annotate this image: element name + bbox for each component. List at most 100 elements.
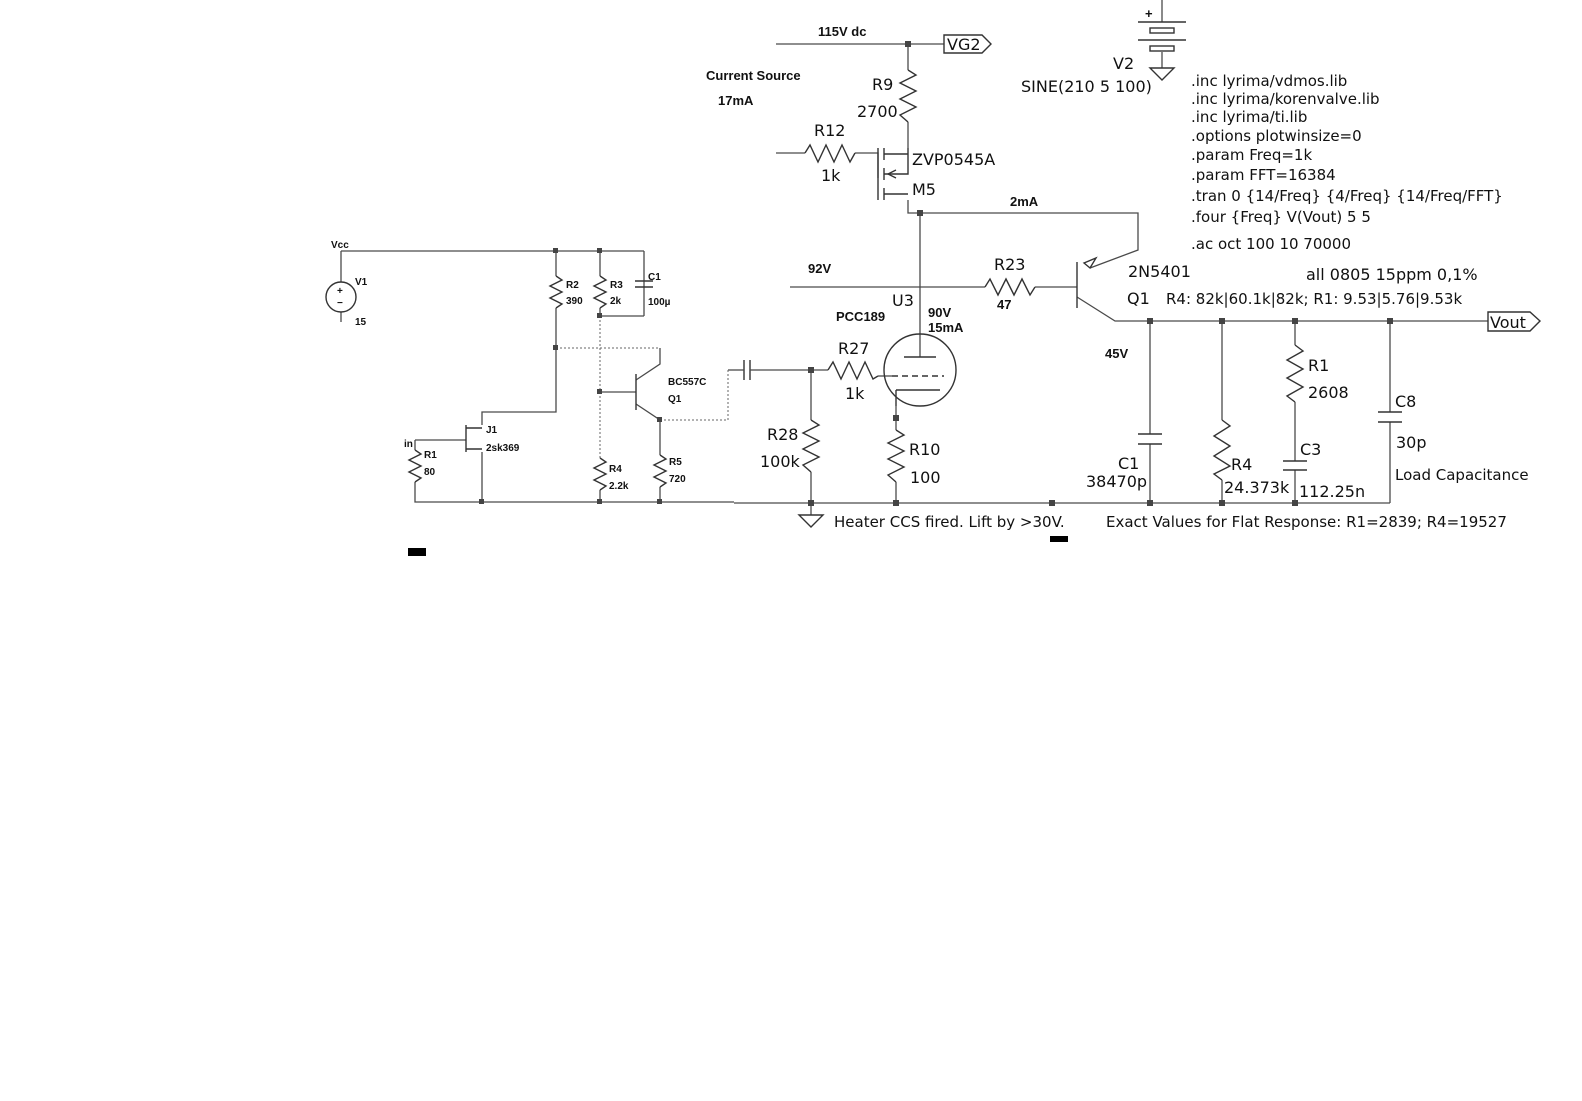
label-c1-value: 38470p xyxy=(1086,472,1147,491)
label-v2-value: SINE(210 5 100) xyxy=(1021,77,1152,96)
label-r9-value: 2700 xyxy=(857,102,898,121)
label-q1-part: 2N5401 xyxy=(1128,262,1191,281)
label-load-capacitance: Load Capacitance xyxy=(1395,466,1529,484)
label-m5-name: M5 xyxy=(912,180,936,199)
label-v2-name: V2 xyxy=(1113,54,1134,73)
label-r10-value: 100 xyxy=(910,468,941,487)
label-45v: 45V xyxy=(1105,346,1128,361)
label-115v: 115V dc xyxy=(818,24,866,39)
net-flag-vout[interactable] xyxy=(1487,311,1542,332)
label-c8-value: 30p xyxy=(1396,433,1427,452)
resistor-r12[interactable] xyxy=(804,143,856,164)
label-r23-value: 47 xyxy=(997,297,1011,312)
inset-jfet-j1[interactable] xyxy=(465,425,482,452)
label-r10-name: R10 xyxy=(909,440,940,459)
label-r9-name: R9 xyxy=(872,75,893,94)
label-r27-name: R27 xyxy=(838,339,869,358)
marker-left xyxy=(408,548,426,556)
inset-label-j1-part: 2sk369 xyxy=(486,443,520,454)
label-r28-value: 100k xyxy=(760,452,801,471)
label-r27-value: 1k xyxy=(845,384,865,403)
inset-label-r3-value: 2k xyxy=(610,296,622,307)
junctions xyxy=(808,41,1393,506)
inset-resistor-r2[interactable] xyxy=(548,275,564,309)
label-r1-value: 2608 xyxy=(1308,383,1349,402)
label-exact-note: Exact Values for Flat Response: R1=2839;… xyxy=(1106,513,1507,531)
label-92v: 92V xyxy=(808,261,831,276)
triode-u3-pcc189[interactable] xyxy=(883,333,957,407)
label-r12-name: R12 xyxy=(814,121,845,140)
inset-label-plus: + xyxy=(337,286,343,297)
inset-resistor-r3[interactable] xyxy=(592,275,608,309)
inset-label-r2-value: 390 xyxy=(566,296,583,307)
resistor-r27[interactable] xyxy=(827,360,879,381)
inset-label-j1-name: J1 xyxy=(486,425,498,436)
label-vout: Vout xyxy=(1490,313,1526,332)
label-vg2: VG2 xyxy=(947,35,981,54)
battery-v2[interactable] xyxy=(1138,21,1186,81)
label-c3-name: C3 xyxy=(1300,440,1321,459)
inset-capacitor-c1[interactable] xyxy=(635,280,653,288)
label-r28-name: R28 xyxy=(767,425,798,444)
label-parts-note: all 0805 15ppm 0,1% xyxy=(1306,265,1478,284)
directive-line: .tran 0 {14/Freq} {4/Freq} {14/Freq/FFT} xyxy=(1191,187,1503,205)
directive-line: .options plotwinsize=0 xyxy=(1191,127,1362,145)
label-90v: 90V xyxy=(928,305,951,320)
label-r12-value: 1k xyxy=(821,166,841,185)
directive-line: .param FFT=16384 xyxy=(1191,166,1336,184)
label-u3-part: PCC189 xyxy=(836,309,885,324)
inset-resistor-r4[interactable] xyxy=(592,457,608,491)
inset-label-v1-value: 15 xyxy=(355,317,367,328)
inset-label-c1-value: 100µ xyxy=(648,297,671,308)
label-15ma: 15mA xyxy=(928,320,964,335)
directive-line: .inc lyrima/korenvalve.lib xyxy=(1191,90,1380,108)
mosfet-m5[interactable] xyxy=(877,148,909,200)
label-q1-name: Q1 xyxy=(1127,289,1150,308)
resistor-r9[interactable] xyxy=(898,69,918,123)
label-c8-name: C8 xyxy=(1395,392,1416,411)
transistor-q1-2n5401[interactable] xyxy=(1076,256,1098,308)
input-stage-inset xyxy=(340,248,734,504)
directive-line: .four {Freq} V(Vout) 5 5 xyxy=(1191,208,1371,226)
label-17ma: 17mA xyxy=(718,93,754,108)
inset-label-r1-value: 80 xyxy=(424,467,436,478)
inset-label-r4-value: 2.2k xyxy=(609,481,629,492)
resistor-r28[interactable] xyxy=(801,419,821,473)
ground-icon xyxy=(797,514,825,528)
inset-resistor-r5[interactable] xyxy=(652,454,668,488)
inset-label-r5-value: 720 xyxy=(669,474,686,485)
capacitor-c1[interactable] xyxy=(1138,433,1162,445)
inset-label-q1-name: Q1 xyxy=(668,394,682,405)
capacitor-c8[interactable] xyxy=(1378,411,1402,423)
label-u3-name: U3 xyxy=(892,291,914,310)
inset-label-vcc: Vcc xyxy=(331,240,349,251)
resistor-r4[interactable] xyxy=(1212,419,1232,481)
label-c3-value: 112.25n xyxy=(1299,482,1365,501)
inset-label-r1-name: R1 xyxy=(424,450,437,461)
inset-resistor-r1[interactable] xyxy=(407,449,423,483)
inset-label-c1-name: C1 xyxy=(648,272,661,283)
inset-label-r5-name: R5 xyxy=(669,457,682,468)
spice-directives: .inc lyrima/vdmos.lib .inc lyrima/korenv… xyxy=(1191,72,1503,253)
resistor-r23[interactable] xyxy=(984,277,1036,297)
label-variants-note: R4: 82k|60.1k|82k; R1: 9.53|5.76|9.53k xyxy=(1166,290,1462,308)
inset-label-r3-name: R3 xyxy=(610,280,623,291)
resistor-r10[interactable] xyxy=(886,429,906,483)
coupling-capacitor[interactable] xyxy=(728,360,760,380)
voltage-source-v1[interactable] xyxy=(325,281,357,313)
label-r1-name: R1 xyxy=(1308,356,1329,375)
label-r23-name: R23 xyxy=(994,255,1025,274)
directive-line: .inc lyrima/vdmos.lib xyxy=(1191,72,1347,90)
directive-line: .inc lyrima/ti.lib xyxy=(1191,108,1307,126)
inset-label-minus: − xyxy=(337,298,343,309)
directive-line: .param Freq=1k xyxy=(1191,146,1312,164)
inset-label-in: in xyxy=(404,439,413,450)
inset-label-r4-name: R4 xyxy=(609,464,622,475)
label-plus: + xyxy=(1145,6,1153,21)
net-flag-vg2[interactable] xyxy=(943,34,992,54)
capacitor-c3[interactable] xyxy=(1283,460,1307,471)
resistor-r1[interactable] xyxy=(1285,344,1305,403)
directive-line: .ac oct 100 10 70000 xyxy=(1191,235,1351,253)
label-c1-name: C1 xyxy=(1118,454,1139,473)
